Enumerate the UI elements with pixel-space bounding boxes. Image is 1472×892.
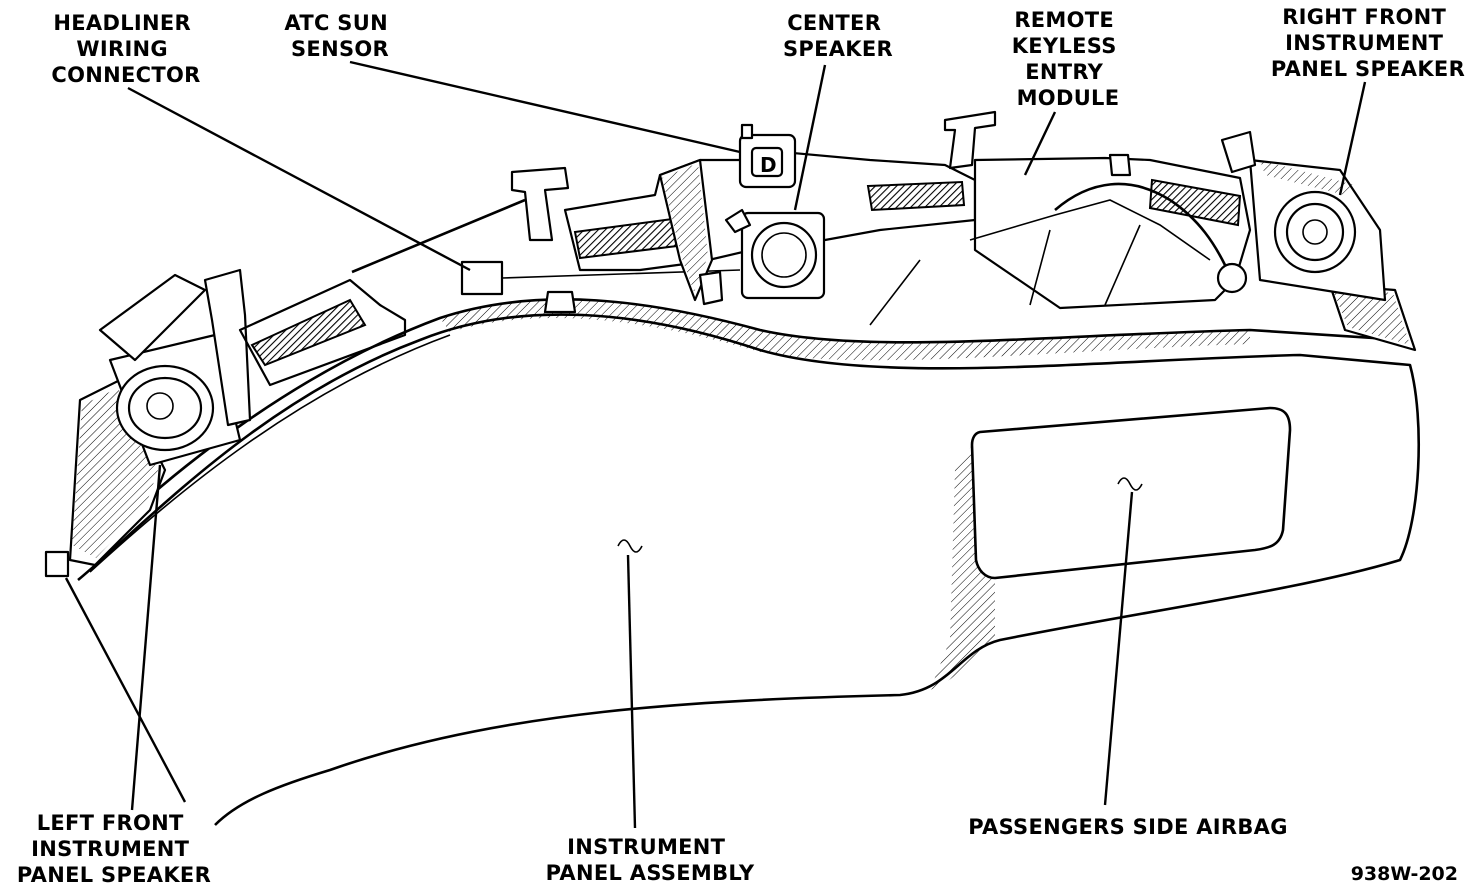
harness-clip — [1108, 153, 1132, 177]
left-vent-frame — [238, 278, 407, 387]
right-endcap-shading — [1332, 288, 1410, 345]
airbag-door — [970, 406, 1292, 580]
left-defrost-vent — [250, 298, 367, 367]
left-mount-bracket — [510, 166, 570, 242]
leader-left-endcap — [64, 577, 187, 803]
harness-grommet — [1216, 262, 1248, 294]
headliner-wire — [351, 198, 526, 274]
leader-right-front-speaker — [1338, 81, 1367, 196]
left-bracket-post — [203, 268, 252, 427]
left-end-clip — [44, 550, 70, 578]
label-center-speaker: CENTER SPEAKER — [783, 11, 893, 61]
duct-post-shading — [662, 163, 708, 292]
center-speaker-dome — [761, 232, 807, 278]
figure-id: 938W-202 — [1351, 863, 1458, 885]
right-speaker-bracket — [1220, 130, 1257, 174]
sun-sensor-lens — [750, 146, 784, 178]
instrument-panel-body — [44, 283, 1421, 826]
callout-labels: HEADLINER WIRING CONNECTOR ATC SUN SENSO… — [17, 5, 1465, 887]
leader-passengers-side-airbag — [1103, 491, 1134, 806]
surface-mark-airbag — [1117, 477, 1143, 491]
airbag-door-shadow — [930, 445, 995, 690]
panel-inner-edge — [89, 334, 451, 573]
right-center-defrost-vent — [866, 180, 966, 212]
right-mount-bracket — [943, 110, 997, 170]
panel-lower-cover — [77, 313, 1421, 826]
label-instrument-panel-assembly: INSTRUMENT PANEL ASSEMBLY — [546, 835, 755, 885]
leader-instrument-panel-assembly — [626, 554, 637, 829]
upper-components: D — [98, 110, 1387, 467]
left-speaker-cone — [127, 376, 203, 440]
right-speaker-dome — [1302, 219, 1328, 245]
right-speaker-cone — [1285, 202, 1345, 262]
right-defrost-vent — [1148, 178, 1242, 227]
label-headliner-wiring-connector: HEADLINER WIRING CONNECTOR — [51, 11, 200, 87]
leader-left-front-speaker — [130, 464, 162, 811]
headliner-wiring-connector — [351, 198, 741, 296]
atc-sun-sensor: D — [738, 123, 797, 189]
right-front-speaker — [1273, 190, 1357, 274]
label-atc-sun-sensor: ATC SUN SENSOR — [284, 11, 395, 61]
right-tray-rib-2 — [1104, 224, 1141, 306]
left-speaker-bracket — [98, 273, 207, 362]
leader-atc-sun-sensor — [349, 60, 741, 154]
surface-mark-instrument — [617, 539, 643, 553]
sun-sensor-glyph: D — [760, 153, 777, 177]
bracket-tab — [543, 290, 577, 314]
right-tray-rib-3 — [869, 259, 921, 326]
leader-center-speaker — [793, 64, 827, 211]
right-duct-tray — [973, 156, 1252, 310]
right-tray-rib-1 — [1029, 229, 1051, 306]
leader-headliner-connector — [127, 86, 471, 272]
label-passengers-side-airbag: PASSENGERS SIDE AIRBAG — [968, 815, 1288, 839]
center-speaker — [724, 208, 826, 300]
leader-rke-module — [1023, 111, 1057, 176]
panel-pad-strip — [440, 299, 1250, 361]
left-speaker-dome — [146, 392, 174, 420]
center-speaker-clip — [724, 208, 752, 234]
center-lower-connector — [698, 270, 724, 306]
rke-wiring-harness — [1054, 182, 1227, 266]
sun-sensor-tab — [740, 123, 754, 140]
label-left-front-speaker: LEFT FRONT INSTRUMENT PANEL SPEAKER — [17, 811, 211, 887]
left-front-speaker — [115, 364, 215, 452]
right-speaker-shading — [1260, 160, 1355, 195]
label-right-front-speaker: RIGHT FRONT INSTRUMENT PANEL SPEAKER — [1271, 5, 1465, 81]
leader-lines — [64, 60, 1367, 829]
label-remote-keyless-entry-module: REMOTE KEYLESS ENTRY MODULE — [1012, 8, 1125, 110]
right-tray-edge — [969, 199, 1211, 261]
connector-body — [460, 260, 504, 296]
